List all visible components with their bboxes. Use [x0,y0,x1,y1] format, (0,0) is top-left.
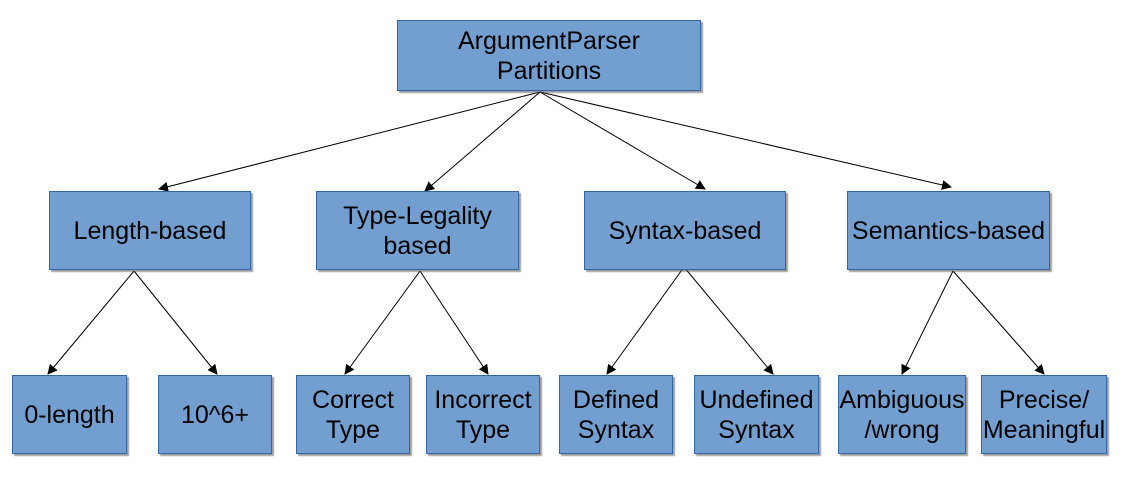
edge-root-to-length-based [158,91,541,192]
leaf-node-incorrect-type: Incorrect Type [426,375,540,454]
root-node: ArgumentParser Partitions [397,20,701,91]
category-label: Semantics-based [851,216,1046,245]
leaf-label: Precise/ Meaningful [982,385,1106,444]
category-node-semantics-based: Semantics-based [847,191,1050,270]
edge-semantics-to-ambiguous [901,270,954,375]
leaf-label: 10^6+ [180,400,250,429]
edge-syntax-to-defined [606,266,685,375]
leaf-label: Defined Syntax [572,385,660,444]
leaf-node-correct-type: Correct Type [296,375,410,454]
leaf-node-undefined-syntax: Undefined Syntax [694,375,819,454]
category-node-type-legality: Type-Legality based [316,191,519,270]
leaf-label: Incorrect Type [434,385,532,444]
category-label: Type-Legality based [343,201,492,260]
leaf-label: Ambiguous /wrong [839,385,965,444]
category-label: Syntax-based [608,216,762,245]
leaf-node-precise-meaningful: Precise/ Meaningful [981,375,1107,454]
edge-root-to-semantics-based [539,91,952,190]
root-node-label: ArgumentParser Partitions [457,26,641,85]
leaf-node-ambiguous-wrong: Ambiguous /wrong [838,375,966,454]
leaf-label: Correct Type [312,385,394,444]
edge-root-to-syntax-based [539,91,706,190]
edge-type-to-incorrect [419,270,489,375]
leaf-label: 0-length [24,400,115,429]
edge-root-to-type-legality [424,91,541,192]
edge-length-to-10-6 [133,270,218,375]
leaf-node-defined-syntax: Defined Syntax [559,375,673,454]
category-label: Length-based [73,216,227,245]
leaf-label: Undefined Syntax [699,385,814,444]
edge-semantics-to-precise [952,270,1045,375]
leaf-node-0-length: 0-length [12,375,127,454]
category-node-length-based: Length-based [49,191,251,270]
category-node-syntax-based: Syntax-based [584,191,786,270]
edge-syntax-to-undefined [683,266,774,375]
edge-length-to-0-length [47,270,135,375]
leaf-node-10-6-plus: 10^6+ [158,375,272,454]
edge-type-to-correct [344,270,421,375]
